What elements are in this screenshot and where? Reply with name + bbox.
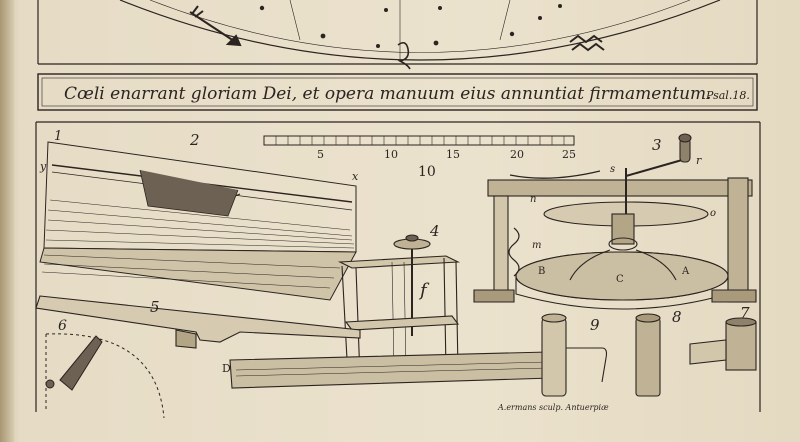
meridian-line-3 (499, 0, 511, 41)
scale-tick-25: 25 (562, 148, 576, 161)
letter-n: n (530, 194, 536, 205)
letter-x: x (352, 170, 359, 183)
figure-8-part (635, 313, 661, 397)
letter-o: o (710, 208, 716, 219)
letter-r: r (696, 154, 702, 167)
banner-reference: Psal.18. (705, 89, 750, 102)
scale-tick-20: 20 (510, 148, 524, 161)
scale-bar (263, 135, 575, 146)
figure-number-7: 7 (740, 304, 750, 322)
letter-s: s (610, 164, 615, 175)
scale-number: 10 (418, 164, 436, 180)
banner-frame-inner (41, 77, 754, 107)
letter-B: B (538, 266, 545, 277)
star-icon (433, 40, 439, 46)
figure-2-board (39, 141, 357, 301)
scale-tick-15: 15 (446, 148, 460, 161)
figure-number-1: 1 (54, 129, 62, 144)
aquarius-icon (569, 34, 605, 52)
letter-A: A (681, 266, 690, 277)
star-icon (320, 33, 326, 39)
arrow-icon (189, 5, 242, 47)
celestial-arc (119, 0, 721, 61)
figure-7-part (689, 317, 757, 371)
star-icon (259, 5, 265, 11)
figure-6-compass (45, 333, 165, 419)
scale-tick-5: 5 (317, 148, 324, 161)
capricorn-icon (397, 41, 411, 70)
star-icon (376, 44, 380, 48)
star-icon (438, 6, 442, 10)
figure-number-3: 3 (652, 136, 662, 154)
meridian-line-1 (289, 0, 301, 41)
letter-y: y (39, 160, 47, 173)
figure-number-6: 6 (58, 318, 67, 334)
star-icon (538, 16, 542, 20)
book-gutter (0, 0, 14, 442)
stars-group (259, 4, 562, 48)
figure-number-5: 5 (150, 298, 160, 316)
scale-tick-10: 10 (384, 148, 398, 161)
bench-base (229, 351, 553, 389)
letter-f: f (418, 280, 430, 301)
celestial-arc-inner (149, 0, 691, 53)
letter-C: C (616, 274, 624, 285)
letter-m: m (532, 240, 541, 251)
star-icon (558, 4, 562, 8)
figure-number-8: 8 (672, 308, 682, 326)
banner-motto: Cœli enarrant gloriam Dei, et opera manu… (64, 84, 712, 104)
figure-5-ruler (35, 295, 361, 349)
figure-number-9: 9 (590, 316, 600, 334)
figure-number-4: 4 (429, 222, 440, 240)
figure-number-2: 2 (189, 131, 200, 149)
star-icon (509, 31, 515, 37)
figure-3-press (473, 133, 757, 310)
engraver-signature: A.ermans sculp. Antuerpiæ (497, 403, 609, 412)
star-icon (384, 8, 388, 12)
banner-frame (37, 73, 758, 111)
letter-D: D (222, 362, 231, 375)
figure-9-part (541, 313, 608, 397)
